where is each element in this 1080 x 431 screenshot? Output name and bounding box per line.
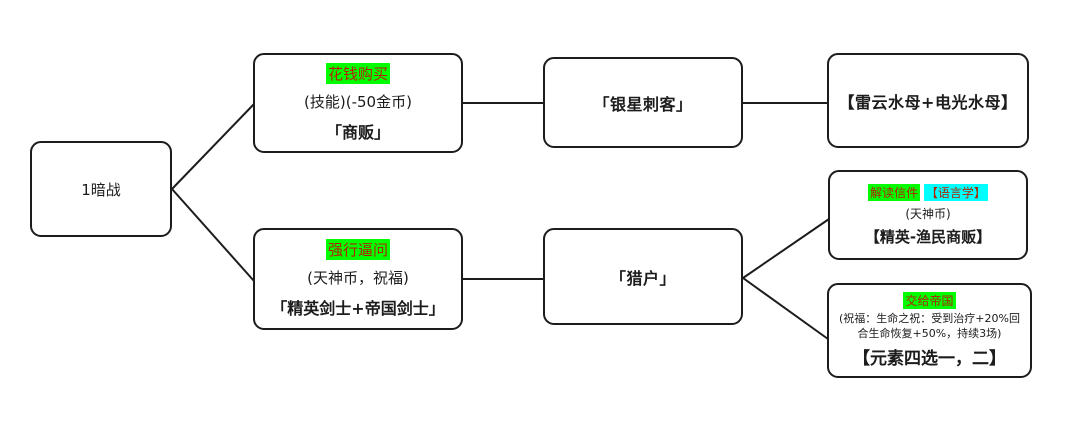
node-hunter: 「猎户」 bbox=[543, 228, 743, 325]
node-root-label: 1暗战 bbox=[81, 180, 121, 199]
read-letter-action-highlight: 解读信件 bbox=[868, 183, 921, 201]
node-interrogate: 强行逼问 (天神币，祝福) 「精英剑士+帝国剑士」 bbox=[253, 228, 463, 330]
buy-detail: (技能)(-50金币) bbox=[304, 93, 412, 111]
interrogate-result: 「精英剑士+帝国剑士」 bbox=[271, 299, 445, 318]
edge-root-interrogate bbox=[171, 188, 255, 282]
read-letter-result: 【精英-渔民商贩】 bbox=[864, 227, 992, 246]
silver-assassin-label: 「银星刺客」 bbox=[593, 94, 693, 114]
interrogate-detail: (天神币，祝福) bbox=[307, 269, 409, 287]
buy-result: 「商贩」 bbox=[325, 123, 390, 142]
node-jellyfish-reward: 【雷云水母+电光水母】 bbox=[827, 53, 1029, 148]
node-silver-assassin: 「银星刺客」 bbox=[543, 57, 743, 148]
give-empire-action-highlight: 交给帝国 bbox=[903, 291, 956, 309]
node-buy-merchant: 花钱购买 (技能)(-50金币) 「商贩」 bbox=[253, 53, 463, 153]
edge-root-buy bbox=[171, 103, 255, 190]
node-root: 1暗战 bbox=[30, 141, 172, 237]
node-give-empire: 交给帝国 (祝福：生命之祝：受到治疗+20%回合生命恢复+50%，持续3场) 【… bbox=[827, 283, 1032, 378]
read-letter-action-line: 解读信件 【语言学】 bbox=[868, 183, 988, 201]
jellyfish-label: 【雷云水母+电光水母】 bbox=[838, 92, 1018, 112]
buy-action-highlight: 花钱购买 bbox=[325, 63, 390, 84]
edge-hunter-letter bbox=[742, 218, 830, 279]
give-empire-result: 【元素四选一，二】 bbox=[853, 349, 1006, 370]
read-letter-detail: (天神币) bbox=[905, 206, 951, 221]
node-read-letter: 解读信件 【语言学】 (天神币) 【精英-渔民商贩】 bbox=[828, 170, 1028, 260]
give-empire-detail: (祝福：生命之祝：受到治疗+20%回合生命恢复+50%，持续3场) bbox=[839, 311, 1020, 340]
interrogate-action-highlight: 强行逼问 bbox=[325, 239, 390, 260]
edge-hunter-empire bbox=[742, 277, 829, 340]
hunter-label: 「猎户」 bbox=[609, 268, 676, 288]
read-letter-requirement-highlight: 【语言学】 bbox=[923, 183, 988, 201]
